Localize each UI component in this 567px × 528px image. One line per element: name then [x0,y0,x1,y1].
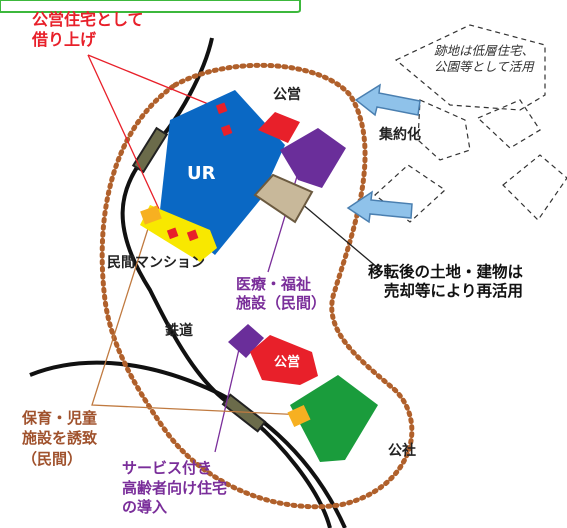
leased-unit [220,124,233,137]
childcare-line3: （民間） [22,449,83,468]
childcare-line2: 施設を誘致 [22,429,98,448]
consolidation-label: 集約化 [379,127,421,143]
relocation-reuse-label: 移転後の土地・建物は 売却等により再活用 [368,263,523,302]
childcare-line1: 保育・児童 [22,409,98,427]
koei-top-label: 公営 [273,87,301,103]
kosha-block [290,375,378,462]
childcare-block-bottom [287,404,311,428]
service-housing-line1: サービス付き [122,459,213,477]
former-site-outline [374,164,446,223]
service-housing-label: サービス付き 高齢者向け住宅 の導入 [122,459,227,518]
station-marker-upper [131,126,169,174]
koei-lease-line2: 借り上げ [32,30,97,49]
service-housing-line2: 高齢者向け住宅 [122,478,228,497]
leader-line [214,344,241,453]
koei-center-label: 公営 [274,355,301,370]
koei-lease-label: 公営住宅として 借り上げ [32,10,144,50]
former-site-note-line2: 公園等として活用 [434,59,534,75]
railway-line-branch [29,360,347,528]
medical-welfare-line2: 施設（民間） [236,293,327,312]
leased-unit [166,227,179,240]
relocation-reuse-line1: 移転後の土地・建物は [368,263,524,281]
ur-label: UR [187,163,216,184]
childcare-block-top [140,205,162,225]
leader-line [87,54,171,234]
former-site-note-line1: 跡地は低層住宅、 [434,43,535,58]
vacated-block [253,173,314,224]
former-site-outline [394,24,546,111]
koei-lease-line1: 公営住宅として [32,10,144,29]
kosha-label: 公社 [388,443,416,459]
district-boundary [99,62,415,510]
leader-line [87,54,224,111]
leased-unit [215,102,228,115]
koei-block-center [250,335,318,385]
former-site-outline [502,154,567,221]
relocation-reuse-line2: 売却等により再活用 [383,282,524,301]
title-strip [0,0,301,13]
ur-block [160,90,285,255]
former-site-outline [476,99,541,149]
leader-line [294,197,379,269]
childcare-label: 保育・児童 施設を誘致 （民間） [22,408,97,469]
koei-block-top [258,112,300,143]
railway-label: 鉄道 [165,323,193,339]
former-site-note: 跡地は低層住宅、 公園等として活用 [434,43,534,76]
leader-line [91,215,306,416]
leased-unit [186,229,199,242]
medical-welfare-line1: 医療・福祉 [236,275,312,293]
service-housing-line3: の導入 [122,498,168,516]
welfare-block-top [280,128,346,188]
former-site-outline [417,99,471,161]
consolidation-arrow-upper [354,83,421,117]
private-mansion-label: 民間マンション [107,255,205,271]
consolidation-arrow-lower [346,190,413,224]
medical-welfare-label: 医療・福祉 施設（民間） [236,275,326,313]
service-housing-block [228,324,264,358]
